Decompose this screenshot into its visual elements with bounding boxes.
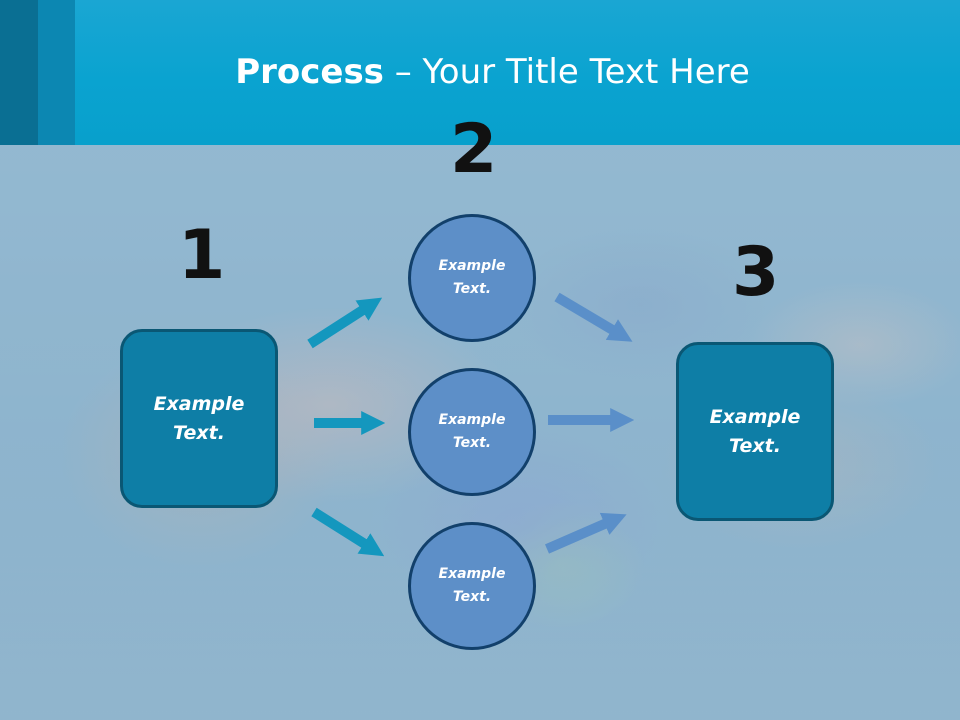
step-number-1: 1 <box>178 216 226 295</box>
process-circle-middle-text: Example Text. <box>438 412 506 451</box>
arrow-to-circle-top <box>307 297 383 349</box>
process-circle-bottom-text: Example Text. <box>438 566 506 605</box>
process-circle-top-text: Example Text. <box>438 258 506 297</box>
process-box-right: Example Text. <box>676 342 834 521</box>
title-rest: – Your Title Text Here <box>383 52 750 92</box>
process-box-left-text: Example Text. <box>153 392 245 444</box>
process-circle-middle: Example Text. <box>408 368 536 496</box>
process-box-right-text: Example Text. <box>709 405 801 457</box>
process-box-left: Example Text. <box>120 329 278 508</box>
step-number-2: 2 <box>450 110 498 189</box>
arrow-from-circle-top <box>554 292 633 342</box>
process-circle-top: Example Text. <box>408 214 536 342</box>
arrow-from-circle-bottom <box>545 512 627 554</box>
header-bar: Process – Your Title Text Here <box>0 0 960 145</box>
title-bold: Process <box>235 52 384 92</box>
header-stripe-mid <box>38 0 75 145</box>
arrow-to-circle-bottom <box>311 507 385 557</box>
slide-title: Process – Your Title Text Here <box>0 52 960 92</box>
process-circle-bottom: Example Text. <box>408 522 536 650</box>
step-number-3: 3 <box>732 233 780 312</box>
header-stripe-dark <box>0 0 38 145</box>
